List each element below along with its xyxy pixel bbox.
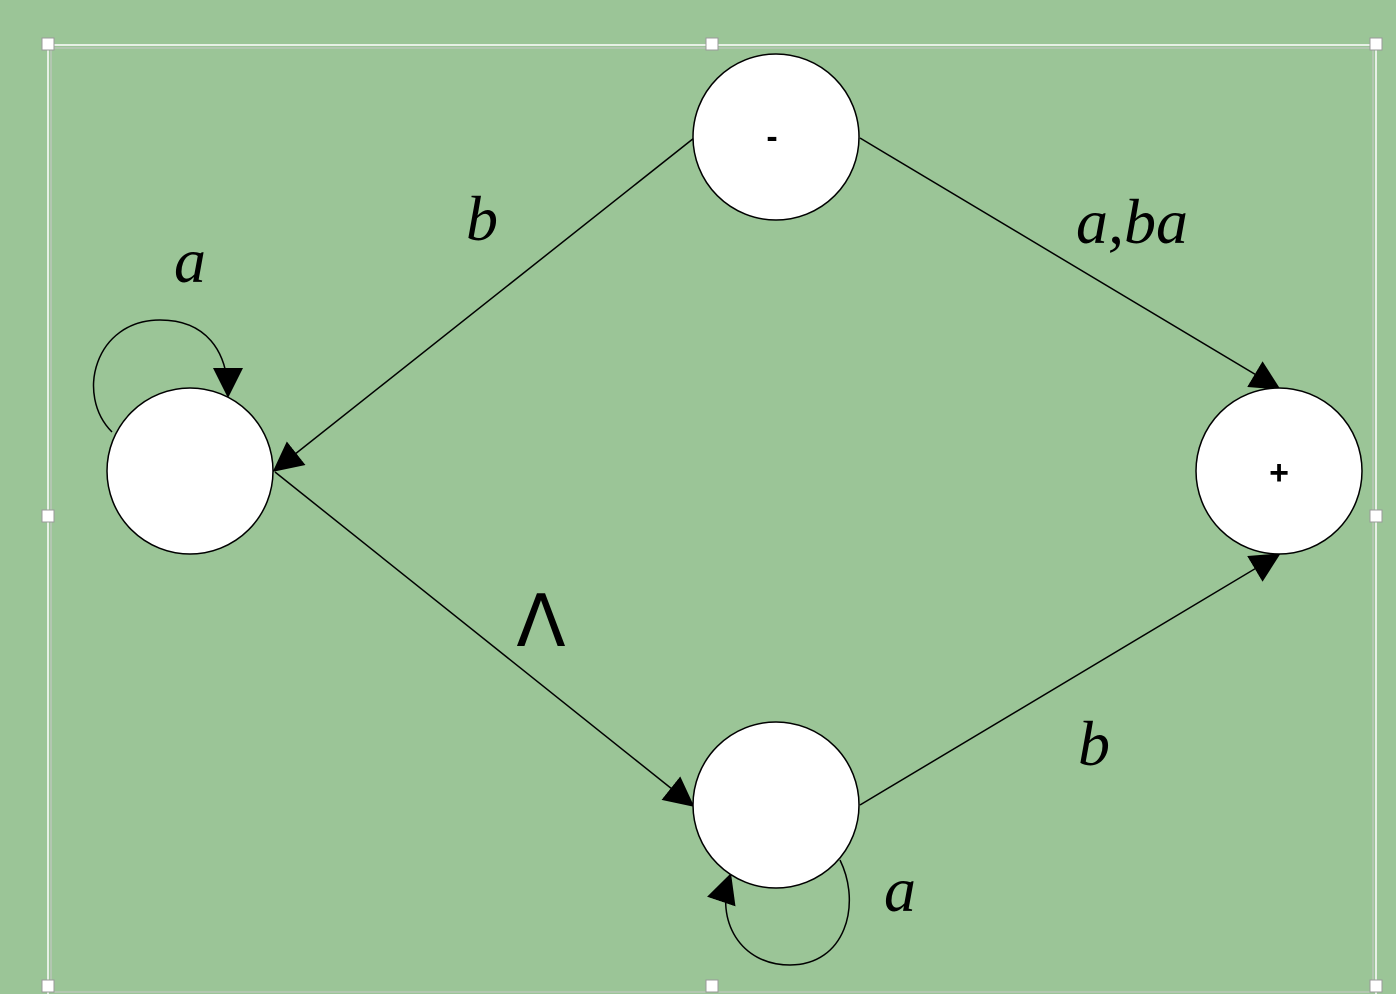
state-final-label: + [1269, 454, 1289, 492]
edge-label-left-loop: a [174, 225, 206, 296]
self-loop-bottom [707, 859, 851, 966]
edge-label-start-left: b [466, 183, 498, 254]
edge-label-bottom-loop: a [884, 854, 916, 925]
selection-handle-top-left[interactable] [41, 37, 55, 51]
edge-label-start-final: a,ba [1076, 186, 1188, 257]
selection-handle-middle-right[interactable] [1369, 509, 1383, 523]
selection-handle-top-right[interactable] [1369, 37, 1383, 51]
self-loop-left [92, 319, 243, 433]
edge-start-to-left [272, 137, 695, 472]
edge-label-bottom-final: b [1078, 708, 1110, 779]
selection-handle-top-center[interactable] [705, 37, 719, 51]
selection-handle-middle-left[interactable] [41, 509, 55, 523]
state-left[interactable] [106, 387, 274, 555]
state-bottom[interactable] [692, 721, 860, 889]
selection-handle-bottom-left[interactable] [41, 979, 55, 993]
edge-start-to-final [859, 137, 1281, 390]
state-final[interactable]: + [1195, 387, 1363, 555]
selection-handle-bottom-right[interactable] [1369, 979, 1383, 993]
edge-left-to-bottom [274, 471, 695, 807]
edge-bottom-to-final [859, 553, 1281, 806]
state-start-label: - [766, 118, 777, 156]
selection-handle-bottom-center[interactable] [705, 979, 719, 993]
edge-label-left-bottom: Λ [516, 579, 565, 663]
state-start[interactable]: - [692, 53, 860, 221]
